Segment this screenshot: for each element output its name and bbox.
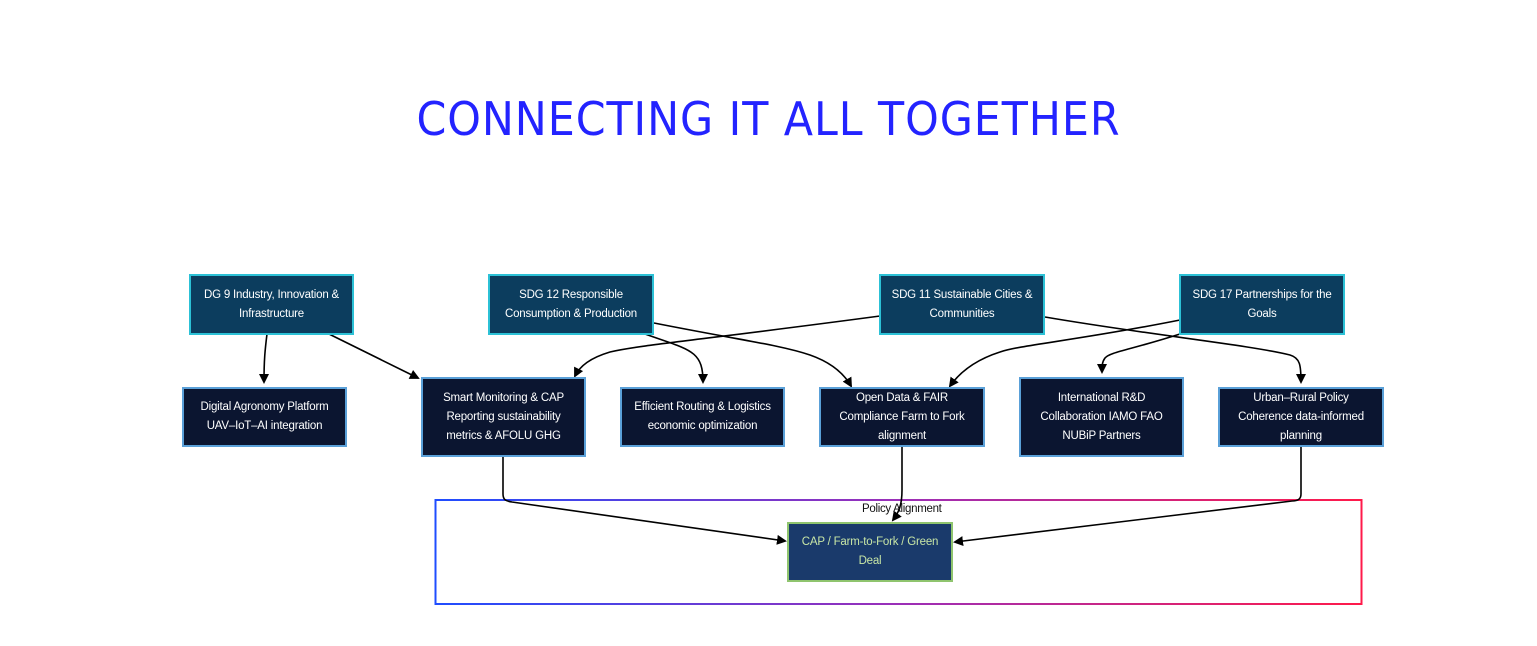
node-label: SDG 12 Responsible Consumption & Product…: [505, 288, 637, 320]
node-label: SDG 17 Partnerships for the Goals: [1192, 288, 1332, 320]
edge-sdg17-rnd: [1097, 333, 1181, 374]
node-digital-agronomy[interactable]: Digital Agronomy Platform UAV–IoT–AI int…: [182, 387, 347, 447]
edge-urban-cap: [953, 446, 1302, 546]
node-urban-rural[interactable]: Urban–Rural Policy Coherence data-inform…: [1218, 387, 1384, 447]
node-smart-monitoring[interactable]: Smart Monitoring & CAP Reporting sustain…: [421, 377, 586, 457]
edge-sdg9-agronomy: [259, 333, 270, 384]
edge-sdg9-monitoring: [328, 333, 420, 379]
node-sdg12[interactable]: SDG 12 Responsible Consumption & Product…: [488, 274, 654, 335]
node-efficient-routing[interactable]: Efficient Routing & Logistics economic o…: [620, 387, 785, 447]
node-label: SDG 11 Sustainable Cities & Communities: [891, 288, 1033, 320]
edge-sdg12-opendata: [653, 322, 852, 388]
node-label: DG 9 Industry, Innovation & Infrastructu…: [203, 288, 339, 320]
node-label: Efficient Routing & Logistics economic o…: [634, 401, 771, 432]
edge-sdg11-urban: [1044, 316, 1306, 384]
node-open-data[interactable]: Open Data & FAIR Compliance Farm to Fork…: [819, 387, 985, 447]
node-label: International R&D Collaboration IAMO FAO…: [1040, 391, 1163, 442]
policy-alignment-group-border: [434, 499, 1363, 605]
page-title: CONNECTING IT ALL TOGETHER: [416, 92, 1121, 146]
node-sdg9[interactable]: DG 9 Industry, Innovation & Infrastructu…: [189, 274, 354, 335]
node-label: Smart Monitoring & CAP Reporting sustain…: [443, 391, 564, 442]
edge-sdg11-monitoring: [574, 315, 881, 378]
node-sdg17[interactable]: SDG 17 Partnerships for the Goals: [1179, 274, 1345, 335]
node-cap-farm-to-fork[interactable]: CAP / Farm-to-Fork / Green Deal: [787, 522, 953, 582]
edge-sdg12-routing: [644, 333, 708, 384]
node-label: Urban–Rural Policy Coherence data-inform…: [1238, 391, 1364, 442]
node-label: Digital Agronomy Platform UAV–IoT–AI int…: [200, 401, 329, 432]
edge-monitoring-cap: [502, 456, 787, 545]
policy-alignment-label: Policy Alignment: [862, 503, 942, 515]
node-sdg11[interactable]: SDG 11 Sustainable Cities & Communities: [879, 274, 1045, 335]
node-label: Open Data & FAIR Compliance Farm to Fork…: [839, 391, 965, 442]
edge-opendata-cap: [891, 446, 903, 522]
edge-sdg17-opendata: [948, 319, 1181, 388]
node-international-rnd[interactable]: International R&D Collaboration IAMO FAO…: [1019, 377, 1184, 457]
node-label: CAP / Farm-to-Fork / Green Deal: [801, 536, 939, 567]
